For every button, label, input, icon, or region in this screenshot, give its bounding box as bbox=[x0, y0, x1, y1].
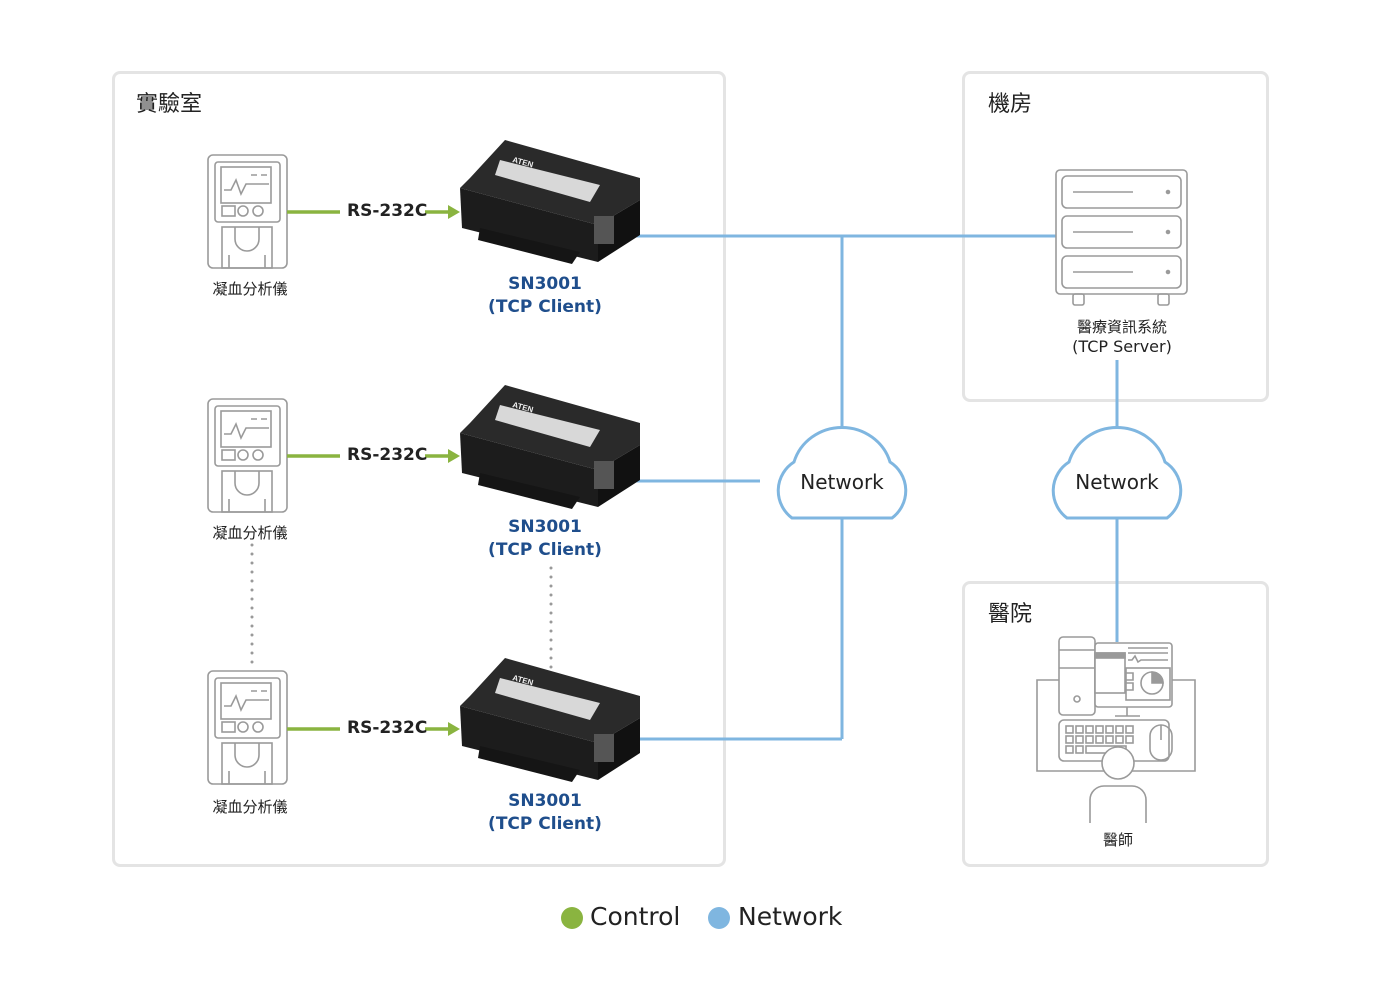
cloud-label: Network bbox=[800, 470, 884, 494]
legend-network-label: Network bbox=[738, 902, 843, 931]
lab-zone bbox=[112, 71, 726, 867]
cloud-label: Network bbox=[1075, 470, 1159, 494]
server-icon bbox=[1055, 169, 1188, 306]
doctor-label: 醫師 bbox=[1102, 831, 1134, 849]
analyzer-label: 凝血分析儀 bbox=[212, 524, 288, 542]
cloud-icon bbox=[776, 425, 908, 520]
sn3001-device-image: ATEN bbox=[460, 385, 640, 509]
rs232-label: RS-232C bbox=[347, 201, 428, 221]
device-role: (TCP Client) bbox=[488, 297, 602, 317]
device-model: SN3001 bbox=[508, 791, 582, 811]
legend-control-dot bbox=[561, 907, 583, 929]
device-role: (TCP Client) bbox=[488, 814, 602, 834]
analyzer-icon bbox=[207, 670, 288, 785]
device-model: SN3001 bbox=[508, 517, 582, 537]
sn3001-device-image: ATEN bbox=[460, 140, 640, 264]
arrow-head-icon bbox=[448, 205, 460, 219]
rs232-label: RS-232C bbox=[347, 718, 428, 738]
server-room-title: 機房 bbox=[988, 92, 1033, 117]
lab-title: 實驗室 bbox=[136, 92, 203, 117]
server-role: (TCP Server) bbox=[1072, 337, 1172, 356]
legend-network-dot bbox=[708, 907, 730, 929]
rs232-label: RS-232C bbox=[347, 445, 428, 465]
device-label: SN3001 (TCP Client) bbox=[488, 790, 602, 836]
analyzer-label: 凝血分析儀 bbox=[212, 280, 288, 298]
device-role: (TCP Client) bbox=[488, 540, 602, 560]
analyzer-icon bbox=[207, 154, 288, 269]
arrow-head-icon bbox=[448, 722, 460, 736]
sn3001-device-image: ATEN bbox=[460, 658, 640, 782]
device-label: SN3001 (TCP Client) bbox=[488, 516, 602, 562]
hospital-title: 醫院 bbox=[988, 602, 1033, 627]
arrow-head-icon bbox=[448, 449, 460, 463]
device-label: SN3001 (TCP Client) bbox=[488, 273, 602, 319]
device-model: SN3001 bbox=[508, 274, 582, 294]
server-name: 醫療資訊系統 bbox=[1076, 318, 1168, 336]
analyzer-label: 凝血分析儀 bbox=[212, 798, 288, 816]
analyzer-icon bbox=[207, 398, 288, 513]
legend-control-label: Control bbox=[590, 902, 681, 931]
doctor-workstation-icon bbox=[1036, 636, 1196, 823]
cloud-icon bbox=[1051, 425, 1183, 520]
